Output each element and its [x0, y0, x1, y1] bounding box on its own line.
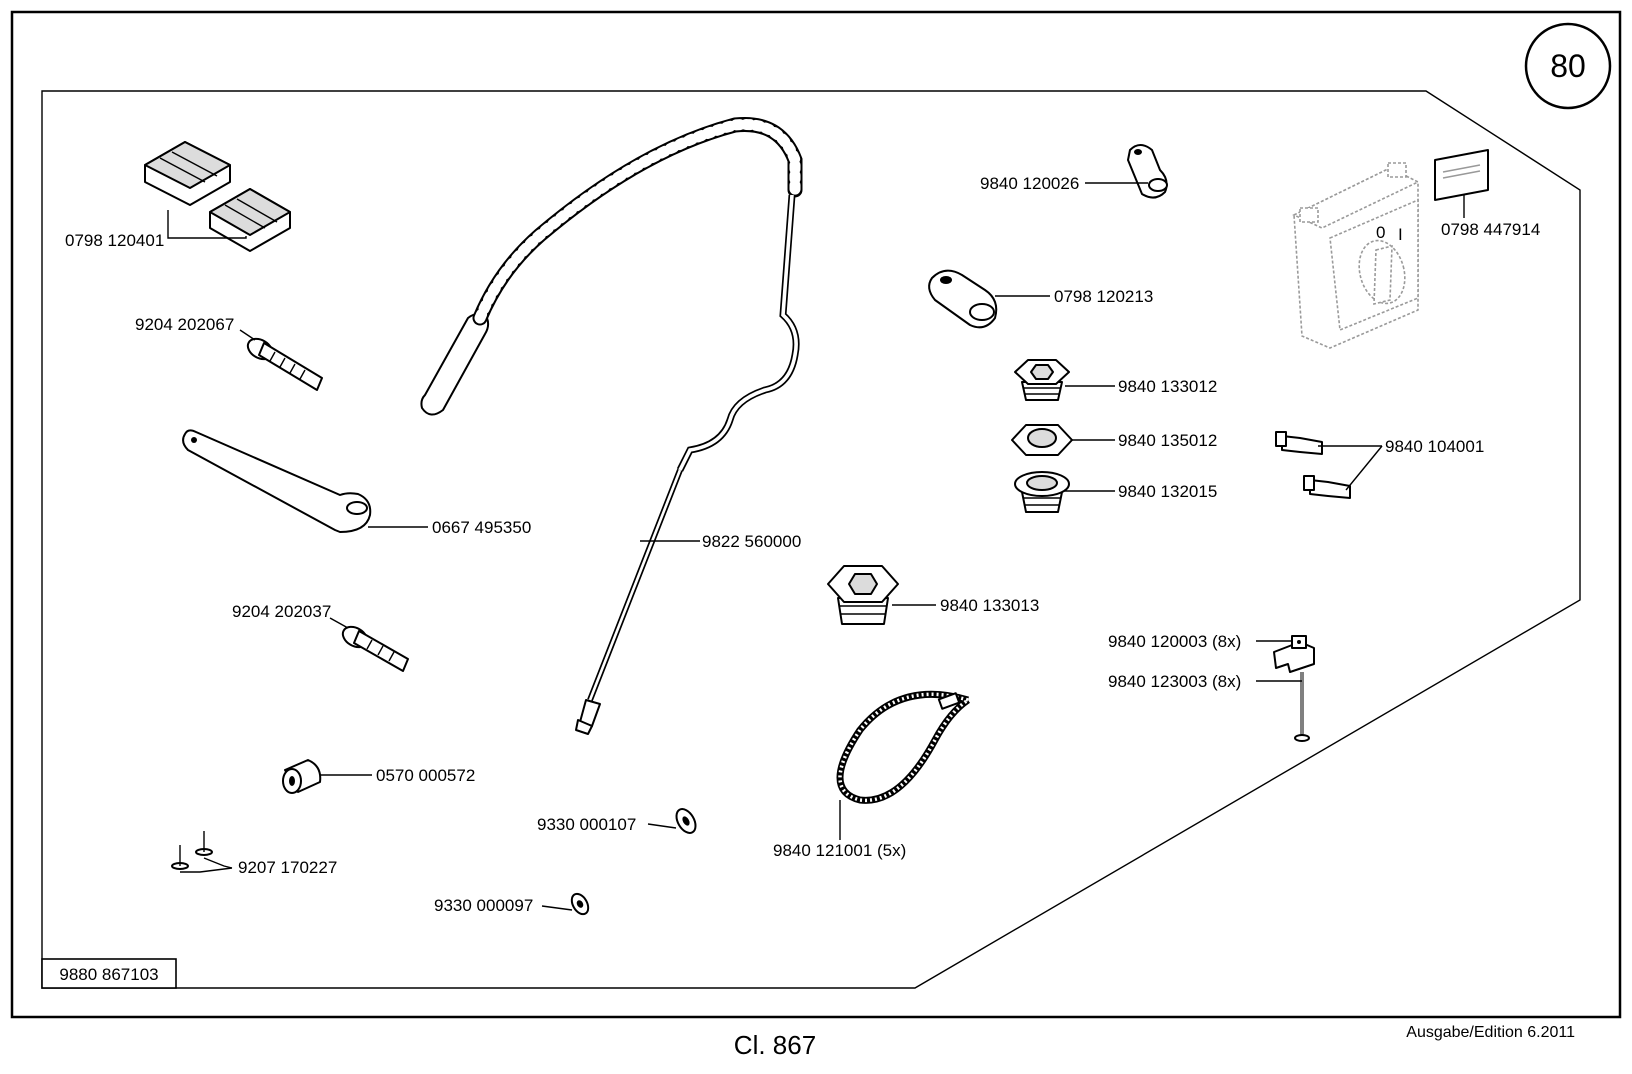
- wrench-eye: [346, 501, 368, 515]
- part-label: 9204 202067: [135, 315, 234, 334]
- part-label: 9840 120026: [980, 174, 1079, 193]
- switch-on-mark: I: [1398, 225, 1403, 244]
- sensor-cable-icon: [420, 116, 803, 735]
- screw-icon: [246, 337, 323, 391]
- part-clamp-large: 0798 120213: [928, 269, 1153, 329]
- leader-line: [167, 210, 247, 239]
- part-label: 9840 104001: [1385, 437, 1484, 456]
- part-label: 0667 495350: [432, 518, 531, 537]
- part-plug-large: 9840 133013: [827, 565, 1039, 625]
- clip-icon: [1273, 635, 1315, 673]
- assembly-number: 9880 867103: [59, 965, 158, 984]
- part-label: 9822 560000: [702, 532, 801, 551]
- part-label: 9840 132015: [1118, 482, 1217, 501]
- leader-line: [1345, 445, 1383, 491]
- label-plate-icon: [1434, 149, 1489, 201]
- tack-icon: [171, 831, 213, 870]
- part-clip-8x: 9840 120003 (8x): [1108, 632, 1315, 673]
- terminal-icon: [1275, 431, 1351, 499]
- nut-icon: [1011, 424, 1073, 456]
- washer-icon: [570, 892, 590, 916]
- part-label-plate: 0798 447914: [1434, 149, 1540, 239]
- plug-icon: [827, 565, 899, 625]
- part-label: 9840 123003 (8x): [1108, 672, 1241, 691]
- part-bushing: 9840 132015: [1014, 471, 1217, 513]
- spacer-icon: [282, 759, 322, 794]
- part-pin-8x: 9840 123003 (8x): [1108, 672, 1310, 742]
- screw-icon: [341, 625, 409, 672]
- leader-line: [239, 329, 256, 341]
- switch-off-mark: 0: [1376, 223, 1385, 242]
- part-label: 9840 133012: [1118, 377, 1217, 396]
- part-spacer: 0570 000572: [282, 759, 475, 794]
- leader-line: [180, 867, 233, 873]
- part-screw-long: 9204 202067: [135, 315, 323, 391]
- rotary-switch-icon: 0 I: [1292, 162, 1420, 349]
- part-sensor-cable: 9822 560000: [420, 116, 803, 735]
- part-cable-tie: 9840 121001 (5x): [773, 690, 971, 860]
- part-label: 0798 120213: [1054, 287, 1153, 306]
- part-label: 0798 120401: [65, 231, 164, 250]
- assembly-number-box: 9880 867103: [41, 958, 177, 989]
- part-label: 9330 000107: [537, 815, 636, 834]
- switch-housing-reference: 0 I: [1292, 162, 1420, 349]
- part-clamp-small: 9840 120026: [980, 144, 1168, 199]
- leader-line: [541, 905, 573, 911]
- clip-icon: [144, 141, 291, 252]
- part-washer-b: 9330 000097: [434, 892, 590, 916]
- plug-icon: [1014, 359, 1070, 401]
- leader-line: [203, 857, 233, 869]
- cable-tie-icon: [836, 690, 971, 804]
- edition-label: Ausgabe/Edition 6.2011: [1406, 1024, 1575, 1041]
- part-label: 9840 133013: [940, 596, 1039, 615]
- part-label: 9330 000097: [434, 896, 533, 915]
- part-wrench: 0667 495350: [182, 429, 531, 537]
- clamp-icon: [928, 269, 998, 329]
- bushing-icon: [1014, 471, 1070, 513]
- part-label: 9840 120003 (8x): [1108, 632, 1241, 651]
- wrench-hole: [191, 437, 197, 443]
- part-screw-short: 9204 202037: [232, 602, 409, 672]
- page-number: 80: [1550, 48, 1586, 84]
- pin-icon: [1294, 672, 1310, 742]
- part-washer-a: 9330 000107: [537, 808, 697, 834]
- part-label: 9840 135012: [1118, 431, 1217, 450]
- footer-class: Cl. 867: [734, 1030, 816, 1060]
- sheet-frame: [10, 10, 1622, 1019]
- part-label: 0570 000572: [376, 766, 475, 785]
- washer-icon: [675, 808, 697, 834]
- part-terminals: 9840 104001: [1275, 431, 1484, 499]
- leader-line: [647, 823, 677, 829]
- part-label: 9840 121001 (5x): [773, 841, 906, 860]
- part-label: 9204 202037: [232, 602, 331, 621]
- part-label: 9207 170227: [238, 858, 337, 877]
- wrench-icon: [182, 429, 372, 533]
- part-plug-1: 9840 133012: [1014, 359, 1217, 401]
- part-nut: 9840 135012: [1011, 424, 1217, 456]
- part-tacks: 9207 170227: [171, 831, 337, 877]
- clamp-icon: [1127, 144, 1168, 199]
- leader-line: [329, 617, 349, 629]
- part-clip-pair: 0798 120401: [65, 141, 291, 252]
- part-label: 0798 447914: [1441, 220, 1540, 239]
- page-number-badge: 80: [1524, 22, 1612, 110]
